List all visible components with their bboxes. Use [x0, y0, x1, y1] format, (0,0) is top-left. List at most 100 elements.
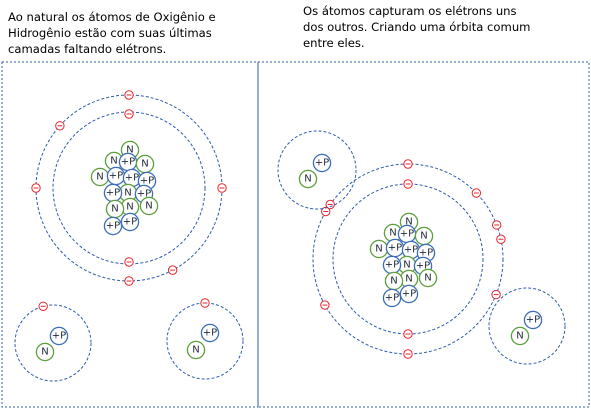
neutron: N — [135, 154, 155, 174]
caption-after: Os átomos capturam os elétrons uns dos o… — [303, 4, 531, 50]
neutron: N — [35, 342, 55, 362]
neutron: N — [414, 226, 434, 246]
electron — [491, 220, 502, 230]
proton-circle — [103, 216, 123, 236]
proton: +P — [523, 310, 543, 330]
neutron-label: N — [304, 174, 311, 185]
electron — [31, 183, 41, 193]
neutron-label: N — [424, 273, 431, 284]
proton-label: +P — [385, 260, 399, 271]
proton-label: +P — [404, 245, 418, 256]
proton-label: +P — [106, 221, 120, 232]
neutron-circle — [418, 268, 438, 288]
neutron: N — [369, 239, 389, 259]
proton-label: +P — [315, 158, 329, 169]
proton-label: +P — [402, 289, 416, 300]
proton-label: +P — [109, 171, 123, 182]
electron — [200, 298, 210, 308]
neutron-label: N — [126, 145, 133, 156]
proton: +P — [200, 323, 220, 343]
neutron-label: N — [403, 260, 410, 271]
proton-label: +P — [137, 189, 151, 200]
electron — [124, 276, 134, 286]
electron — [403, 349, 413, 359]
neutron-circle — [510, 326, 530, 346]
proton-circle — [399, 284, 419, 304]
neutron-circle — [298, 169, 318, 189]
proton-label: +P — [526, 315, 540, 326]
electron — [496, 234, 506, 244]
electron — [124, 90, 134, 100]
proton-label: +P — [400, 229, 414, 240]
proton: +P — [49, 326, 69, 346]
neutron-circle — [139, 196, 159, 216]
neutron-label: N — [192, 345, 199, 356]
proton-circle — [120, 212, 140, 232]
proton-circle — [49, 326, 69, 346]
electron — [38, 301, 48, 311]
proton-circle — [312, 153, 332, 173]
proton-label: +P — [388, 243, 402, 254]
electron — [403, 329, 413, 339]
hydrogen-atom-before-2: +P N — [166, 298, 244, 380]
neutron-label: N — [124, 188, 131, 199]
neutron-label: N — [405, 217, 412, 228]
neutron: N — [105, 199, 125, 219]
electron — [491, 289, 501, 300]
neutron-label: N — [516, 331, 523, 342]
proton: +P — [103, 183, 123, 203]
proton-circle — [382, 288, 402, 308]
electron — [403, 159, 413, 169]
neutron-label: N — [389, 228, 396, 239]
proton: +P — [312, 153, 332, 173]
hydrogen-atom-before-1: +P N — [14, 301, 92, 382]
orbit-shell — [488, 287, 566, 365]
neutron-label: N — [420, 231, 427, 242]
neutron-label: N — [111, 204, 118, 215]
proton: +P — [120, 212, 140, 232]
neutron: N — [139, 196, 159, 216]
neutron-label: N — [145, 201, 152, 212]
electron — [217, 183, 227, 193]
neutron-label: N — [41, 347, 48, 358]
electron — [124, 257, 134, 267]
orbit-shell — [166, 302, 244, 380]
proton-label: +P — [106, 188, 120, 199]
neutron: N — [384, 271, 404, 291]
proton: +P — [106, 166, 126, 186]
neutron-label: N — [110, 156, 117, 167]
proton-label: +P — [140, 176, 154, 187]
proton: +P — [382, 288, 402, 308]
proton: +P — [397, 224, 417, 244]
neutron-label: N — [126, 202, 133, 213]
neutron: N — [510, 326, 530, 346]
electron — [320, 300, 330, 310]
proton-label: +P — [203, 328, 217, 339]
caption-before: Ao natural os átomos de Oxigênio e Hidro… — [8, 10, 216, 56]
electron — [403, 179, 413, 189]
proton-label: +P — [125, 173, 139, 184]
proton-label: +P — [419, 248, 433, 259]
proton: +P — [385, 238, 405, 258]
neutron-label: N — [390, 276, 397, 287]
electron — [124, 109, 134, 119]
electron — [471, 188, 482, 198]
proton-label: +P — [52, 331, 66, 342]
proton-label: +P — [416, 261, 430, 272]
electron — [167, 265, 178, 275]
neutron-label: N — [96, 172, 103, 183]
neutron-label: N — [375, 244, 382, 255]
panel-before-frame — [1, 61, 259, 408]
neutron: N — [186, 340, 206, 360]
neutron: N — [418, 268, 438, 288]
electron — [321, 206, 331, 217]
neutron: N — [298, 169, 318, 189]
orbit-shell — [14, 304, 92, 382]
neutron-label: N — [405, 274, 412, 285]
hydrogen-atom-after-1: +P N — [277, 130, 357, 210]
electron — [55, 121, 65, 131]
proton-label: +P — [385, 293, 399, 304]
